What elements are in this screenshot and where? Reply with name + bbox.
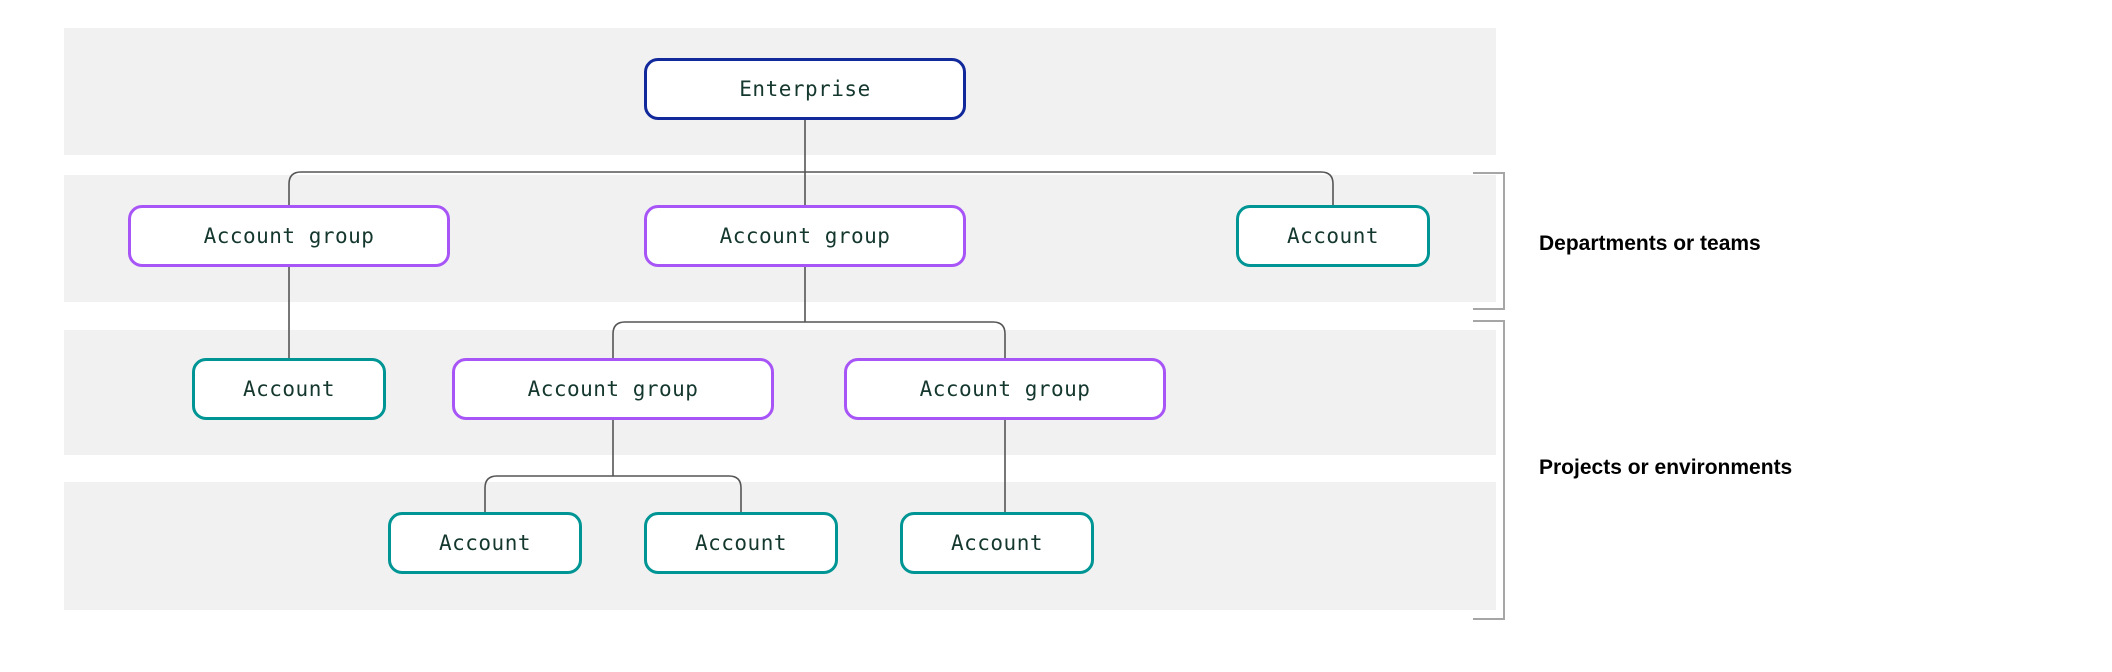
bracket-departments xyxy=(1473,172,1505,310)
node-group-b-label: Account group xyxy=(719,224,891,248)
node-group-b[interactable]: Account group xyxy=(644,205,966,267)
node-account-e[interactable]: Account xyxy=(900,512,1094,574)
node-enterprise-label: Enterprise xyxy=(739,77,871,101)
bracket-projects xyxy=(1473,320,1505,620)
node-group-c-label: Account group xyxy=(527,377,699,401)
node-account-b-label: Account xyxy=(242,377,335,401)
node-account-d[interactable]: Account xyxy=(644,512,838,574)
node-group-d[interactable]: Account group xyxy=(844,358,1166,420)
node-account-c-label: Account xyxy=(438,531,531,555)
node-account-d-label: Account xyxy=(694,531,787,555)
node-group-c[interactable]: Account group xyxy=(452,358,774,420)
node-group-a-label: Account group xyxy=(203,224,375,248)
node-account-a-label: Account xyxy=(1286,224,1379,248)
tier-label-departments: Departments or teams xyxy=(1539,232,1761,255)
tier-label-projects: Projects or environments xyxy=(1539,456,1793,479)
node-group-d-label: Account group xyxy=(919,377,1091,401)
node-account-c[interactable]: Account xyxy=(388,512,582,574)
node-account-e-label: Account xyxy=(950,531,1043,555)
node-account-b[interactable]: Account xyxy=(192,358,386,420)
node-enterprise[interactable]: Enterprise xyxy=(644,58,966,120)
node-group-a[interactable]: Account group xyxy=(128,205,450,267)
node-account-a[interactable]: Account xyxy=(1236,205,1430,267)
